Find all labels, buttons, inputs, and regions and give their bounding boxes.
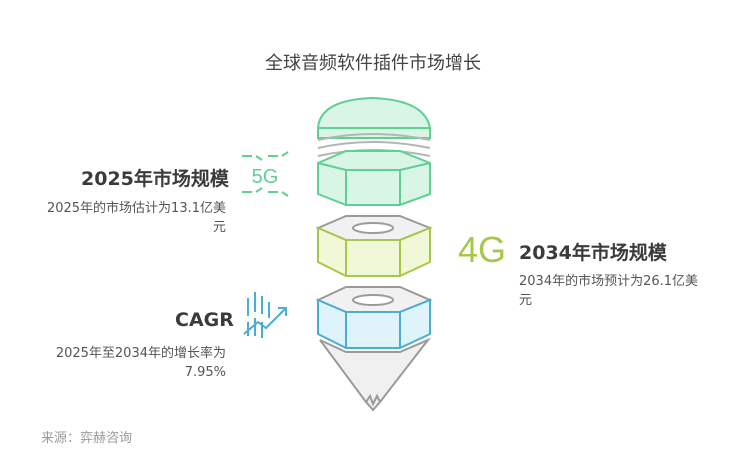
market-2025-desc: 2025年的市场估计为13.1亿美 元: [24, 199, 226, 237]
cagr-heading: CAGR: [175, 309, 234, 331]
market-2034-heading: 2034年市场规模: [519, 242, 667, 264]
market-2025-desc-line1: 2025年的市场估计为13.1亿美: [46, 201, 226, 216]
green-cap-segment: [317, 96, 431, 206]
cagr-desc: 2025年至2034年的增长率为 7.95%: [24, 344, 226, 382]
cagr-desc-line1: 2025年至2034年的增长率为: [55, 346, 226, 361]
5g-icon: [242, 151, 289, 197]
5g-icon-text: 5G: [252, 166, 279, 188]
market-2025-heading: 2025年市场规模: [81, 168, 229, 190]
growth-chart-icon: [243, 292, 287, 338]
market-2034-desc: 2034年的市场预计为26.1亿美 元: [519, 272, 729, 310]
market-2034-desc-line2: 元: [519, 293, 533, 308]
blue-nut-segment: [315, 286, 433, 349]
market-2025-desc-line2: 元: [212, 220, 226, 235]
olive-nut-segment: [315, 215, 433, 277]
chart-title: 全球音频软件插件市场增长: [265, 53, 481, 74]
market-2034-desc-line1: 2034年的市场预计为26.1亿美: [519, 274, 699, 289]
screw-tip-segment: [319, 337, 432, 412]
source-note: 来源：弈赫咨询: [41, 431, 133, 446]
4g-icon: 4G: [458, 229, 506, 270]
cagr-desc-line2: 7.95%: [184, 365, 226, 380]
